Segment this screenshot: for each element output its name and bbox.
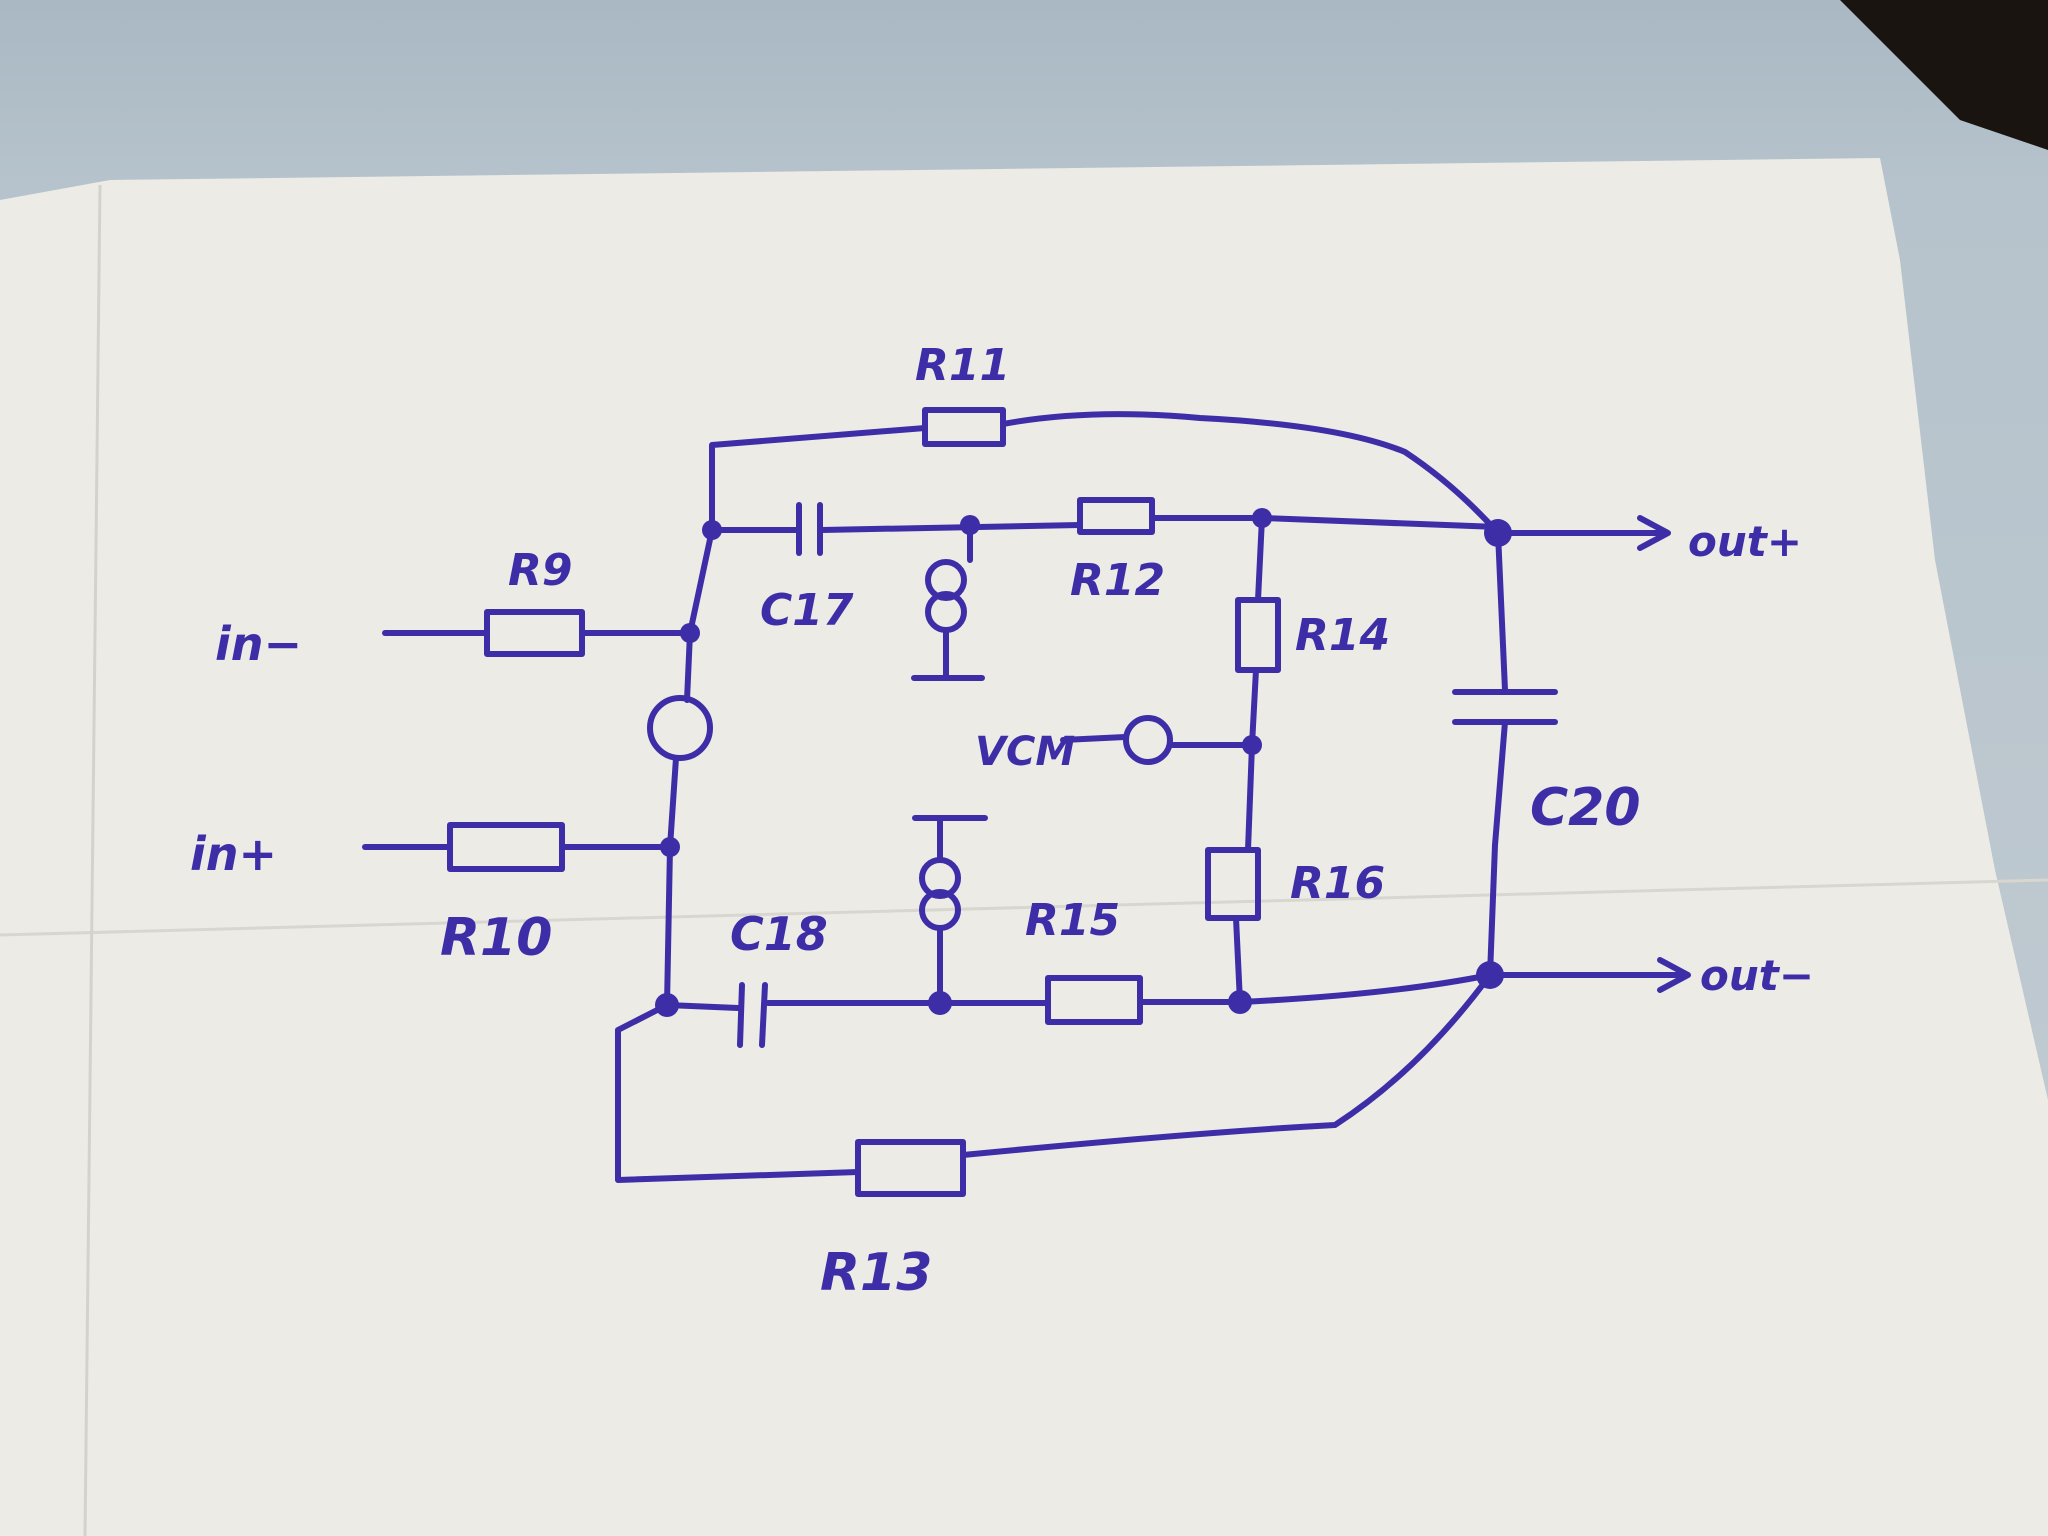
- junction-dot: [1228, 990, 1252, 1014]
- wire-c20-bottom: [1487, 719, 1508, 978]
- capacitor-c18-plate-a: [737, 982, 745, 1048]
- current-source-top-a: [925, 559, 967, 601]
- label-in-plus: in+: [190, 827, 277, 881]
- label-r15: R15: [1025, 895, 1120, 946]
- paper-sheet: [0, 158, 2048, 1536]
- wire-bottom-source-top: [912, 815, 988, 863]
- wire-left-spine-mid: [684, 630, 693, 703]
- label-vcm: VCM: [975, 729, 1075, 775]
- junction-dot: [1476, 961, 1504, 989]
- label-r16: R16: [1290, 858, 1385, 909]
- current-source-bottom-a: [919, 857, 961, 899]
- label-out-minus: out−: [1700, 951, 1814, 1000]
- junction-dot: [1252, 508, 1272, 528]
- arrow-out-plus: [1637, 515, 1671, 551]
- junction-dot: [655, 993, 679, 1017]
- wire-c20-top: [1495, 530, 1508, 693]
- paper-edge: [83, 184, 102, 1536]
- wire-top-source-ground: [911, 627, 985, 681]
- desk-corner: [1840, 0, 2048, 150]
- label-out-plus: out+: [1688, 517, 1802, 566]
- capacitor-c18-plate-b: [759, 982, 768, 1048]
- label-r9: R9: [508, 545, 573, 596]
- label-c18: C18: [730, 907, 828, 961]
- paper-fold: [0, 878, 2048, 937]
- label-r11: R11: [915, 340, 1010, 391]
- label-r13: R13: [820, 1243, 932, 1303]
- label-in-minus: in−: [215, 617, 302, 671]
- label-r10: R10: [440, 908, 552, 968]
- labels: in− in+ out+ out− R9 R10 R11 R12 R13 R14…: [190, 340, 1814, 1303]
- junction-dot: [1484, 519, 1512, 547]
- junction-dot: [660, 837, 680, 857]
- wire-bottom-rail-right: [1137, 972, 1493, 1005]
- junction-dot: [960, 515, 980, 535]
- arrow-out-minus: [1657, 957, 1691, 993]
- wire-r16-bottom: [1233, 915, 1243, 1005]
- amplifier-symbol: [647, 695, 713, 761]
- circuit: [362, 407, 1691, 1197]
- resistor-r13: [855, 1139, 966, 1197]
- label-c17: C17: [760, 585, 854, 636]
- wire-r11-left: [709, 425, 928, 533]
- wire-vcm: [1060, 734, 1128, 743]
- wire-r11-right: [1000, 411, 1501, 536]
- wire-top-rail-mid: [819, 522, 1083, 533]
- wire-r14-top: [1255, 515, 1265, 603]
- vcm-terminal: [1123, 715, 1173, 765]
- wire-r13-left: [615, 1002, 861, 1183]
- label-c20: C20: [1530, 778, 1641, 838]
- label-r14: R14: [1295, 610, 1390, 661]
- junction-dot: [928, 991, 952, 1015]
- label-r12: R12: [1070, 555, 1165, 606]
- junction-dot: [680, 623, 700, 643]
- junction-dot: [1242, 735, 1262, 755]
- wire-r13-right: [960, 972, 1493, 1158]
- junction-dot: [702, 520, 722, 540]
